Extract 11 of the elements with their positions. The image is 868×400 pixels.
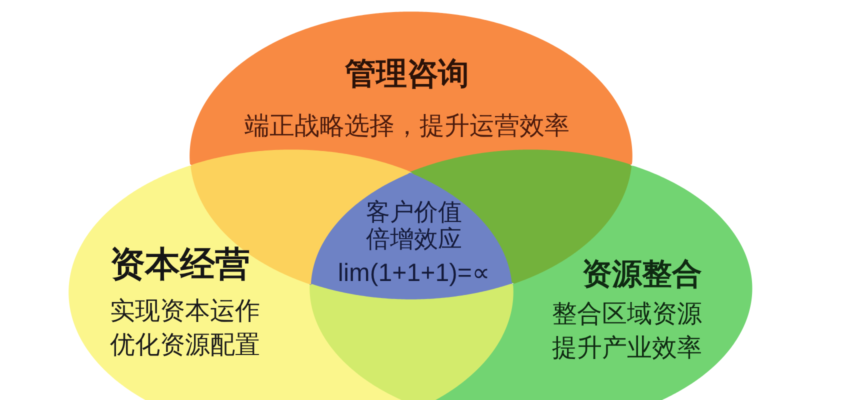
region-description: 提升产业效率 bbox=[552, 334, 702, 363]
venn-region bbox=[190, 12, 632, 172]
formula-text: lim(1+1+1)=∝ bbox=[338, 258, 490, 288]
region-title: 管理咨询 bbox=[345, 56, 469, 93]
center-text: 客户价值倍增效应 bbox=[364, 198, 463, 253]
region-title: 资本经营 bbox=[110, 244, 250, 286]
region-description: 优化资源配置 bbox=[110, 330, 260, 360]
region-title: 资源整合 bbox=[582, 258, 702, 292]
region-description: 实现资本运作 bbox=[110, 296, 260, 326]
region-description: 端正战略选择，提升运营效率 bbox=[244, 112, 570, 141]
region-description: 整合区域资源 bbox=[552, 300, 702, 329]
